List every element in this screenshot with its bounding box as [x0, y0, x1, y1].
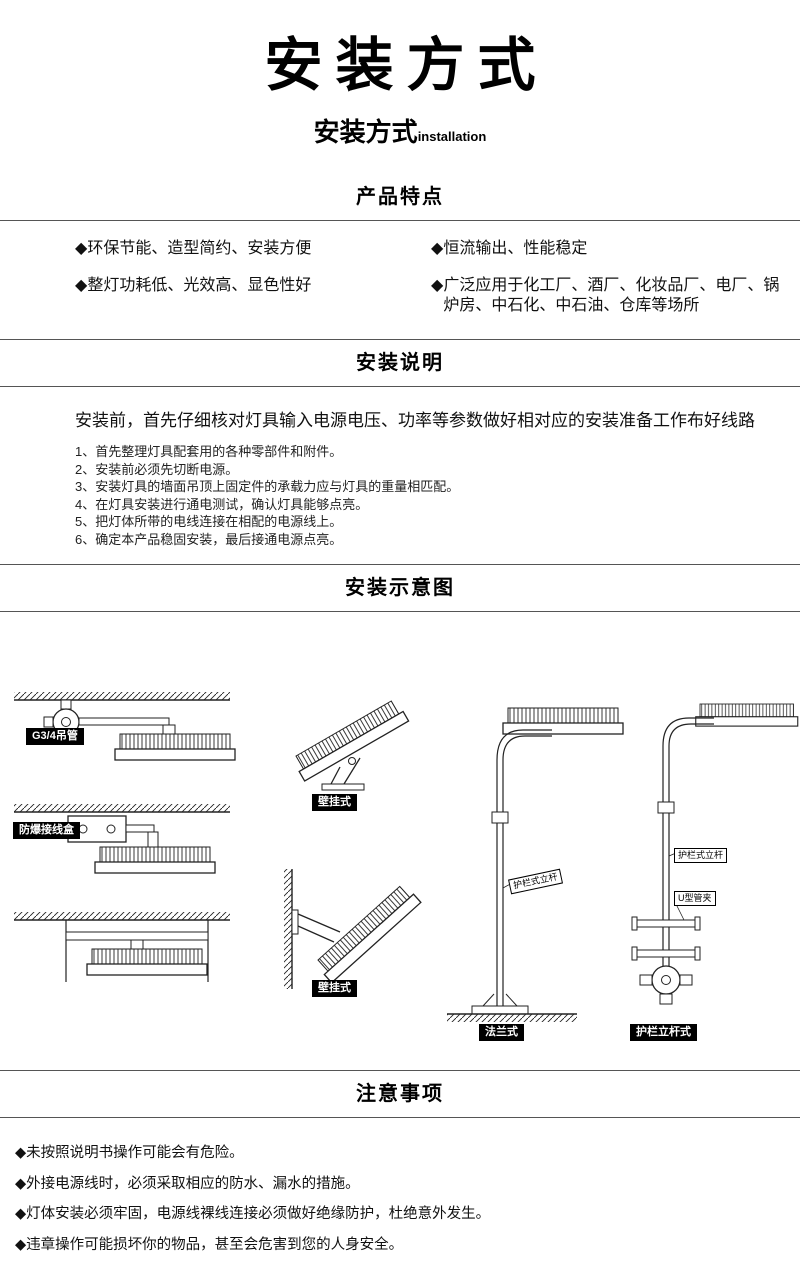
precaution-item: ◆ 未按照说明书操作可能会有危险。	[15, 1144, 785, 1164]
page-title: 安装方式	[264, 33, 549, 98]
divider	[0, 1117, 800, 1119]
features-left-column: ◆ 环保节能、造型简约、安装方便 ◆ 整灯功耗低、光效高、显色性好	[75, 239, 431, 333]
step-item: 3、安装灯具的墙面吊顶上固定件的承载力应与灯具的重量相匹配。	[75, 479, 460, 495]
instructions-heading: 安装说明	[356, 352, 444, 375]
diamond-bullet-icon: ◆	[75, 276, 88, 294]
precaution-item: ◆ 灯体安装必须牢固，电源线裸线连接必须做好绝缘防护，杜绝意外发生。	[15, 1205, 785, 1225]
features-heading: 产品特点	[356, 185, 444, 208]
tag-u-clamp: U型管夹	[674, 891, 716, 906]
section-install-instructions: 安装说明 安装前，首先仔细核对灯具输入电源电压、功率等参数做好相对应的安装准备工…	[0, 351, 800, 566]
diamond-bullet-icon: ◆	[15, 1206, 27, 1223]
precaution-text: 灯体安装必须牢固，电源线裸线连接必须做好绝缘防护，杜绝意外发生。	[26, 1206, 491, 1223]
page-subtitle: 安装方式installation	[0, 112, 800, 149]
precaution-item: ◆ 违章操作可能损坏你的物品，甚至会危害到您的人身安全。	[15, 1236, 785, 1256]
diagram-heading: 安装示意图	[345, 577, 455, 600]
divider	[0, 1070, 800, 1072]
subtitle-en: installation	[417, 128, 487, 144]
label-wall-mount-a: 壁挂式	[312, 794, 357, 812]
label-pipe: G3/4吊管	[26, 728, 84, 746]
feature-text: 环保节能、造型简约、安装方便	[87, 239, 312, 257]
diamond-bullet-icon: ◆	[431, 239, 444, 257]
notes-heading: 注意事项	[356, 1083, 444, 1106]
divider	[0, 386, 800, 388]
step-item: 6、确定本产品稳固安装，最后接通电源点亮。	[75, 531, 343, 547]
diagram-guardrail-pole	[631, 703, 799, 1005]
section-precautions: 注意事项 ◆ 未按照说明书操作可能会有危险。 ◆ 外接电源线时，必须采取相应的防…	[0, 1082, 800, 1255]
diagram-recessed-ceiling-mount	[14, 912, 230, 983]
label-wall-mount-b: 壁挂式	[312, 980, 357, 998]
diamond-bullet-icon: ◆	[431, 276, 444, 294]
divider	[0, 339, 800, 341]
label-flange-type: 法兰式	[479, 1024, 524, 1042]
feature-text: 恒流输出、性能稳定	[443, 239, 588, 257]
diamond-bullet-icon: ◆	[15, 1236, 27, 1253]
feature-text: 整灯功耗低、光效高、显色性好	[87, 276, 312, 294]
label-guardrail-type: 护栏立杆式	[630, 1024, 697, 1042]
precaution-text: 未按照说明书操作可能会有危险。	[26, 1145, 244, 1162]
feature-item: ◆ 广泛应用于化工厂、酒厂、化妆品厂、电厂、锅炉房、中石化、中石油、仓库等场所	[431, 276, 787, 318]
diagram-flange-pole	[447, 707, 624, 1023]
diamond-bullet-icon: ◆	[75, 239, 88, 257]
features-list: ◆ 环保节能、造型简约、安装方便 ◆ 整灯功耗低、光效高、显色性好 ◆ 恒流输出…	[0, 221, 800, 339]
diagram-pipe-ceiling-mount	[14, 692, 236, 761]
section-install-diagram: 安装示意图	[0, 576, 800, 1072]
section-product-features: 产品特点 ◆ 环保节能、造型简约、安装方便 ◆ 整灯功耗低、光效高、显色性好 ◆…	[0, 185, 800, 341]
divider	[0, 564, 800, 566]
step-item: 2、安装前必须先切断电源。	[75, 461, 239, 477]
features-right-column: ◆ 恒流输出、性能稳定 ◆ 广泛应用于化工厂、酒厂、化妆品厂、电厂、锅炉房、中石…	[431, 239, 787, 333]
precaution-text: 外接电源线时，必须采取相应的防水、漏水的措施。	[26, 1175, 360, 1192]
divider	[0, 219, 800, 221]
divider	[0, 611, 800, 613]
feature-item: ◆ 恒流输出、性能稳定	[431, 239, 787, 260]
subtitle-cn: 安装方式	[313, 116, 418, 147]
diagram-wall-mount-bracket	[284, 869, 422, 990]
instructions-intro: 安装前，首先仔细核对灯具输入电源电压、功率等参数做好相对应的安装准备工作布好线路	[75, 411, 755, 431]
tag-pole-guardrail: 护栏式立杆	[674, 848, 728, 863]
step-item: 4、在灯具安装进行通电测试，确认灯具能够点亮。	[75, 496, 369, 512]
step-item: 1、首先整理灯具配套用的各种零部件和附件。	[75, 444, 343, 460]
installation-diagrams: G3/4吊管 防爆接线盒 壁挂式 壁挂式 法兰式 护栏立杆式 护栏式立杆 护栏式…	[0, 664, 800, 1056]
feature-item: ◆ 环保节能、造型简约、安装方便	[75, 239, 431, 260]
diamond-bullet-icon: ◆	[15, 1145, 27, 1162]
precaution-item: ◆ 外接电源线时，必须采取相应的防水、漏水的措施。	[15, 1175, 785, 1195]
feature-item: ◆ 整灯功耗低、光效高、显色性好	[75, 276, 431, 297]
instructions-steps: 1、首先整理灯具配套用的各种零部件和附件。 2、安装前必须先切断电源。 3、安装…	[0, 435, 800, 564]
precaution-text: 违章操作可能损坏你的物品，甚至会危害到您的人身安全。	[26, 1236, 404, 1253]
step-item: 5、把灯体所带的电线连接在相配的电源线上。	[75, 514, 343, 530]
label-junction-box: 防爆接线盒	[13, 822, 80, 840]
feature-text: 广泛应用于化工厂、酒厂、化妆品厂、电厂、锅炉房、中石化、中石油、仓库等场所	[443, 276, 780, 315]
precautions-list: ◆ 未按照说明书操作可能会有危险。 ◆ 外接电源线时，必须采取相应的防水、漏水的…	[0, 1118, 800, 1255]
diagram-wall-mount-tilted	[291, 698, 410, 791]
diamond-bullet-icon: ◆	[15, 1175, 27, 1192]
